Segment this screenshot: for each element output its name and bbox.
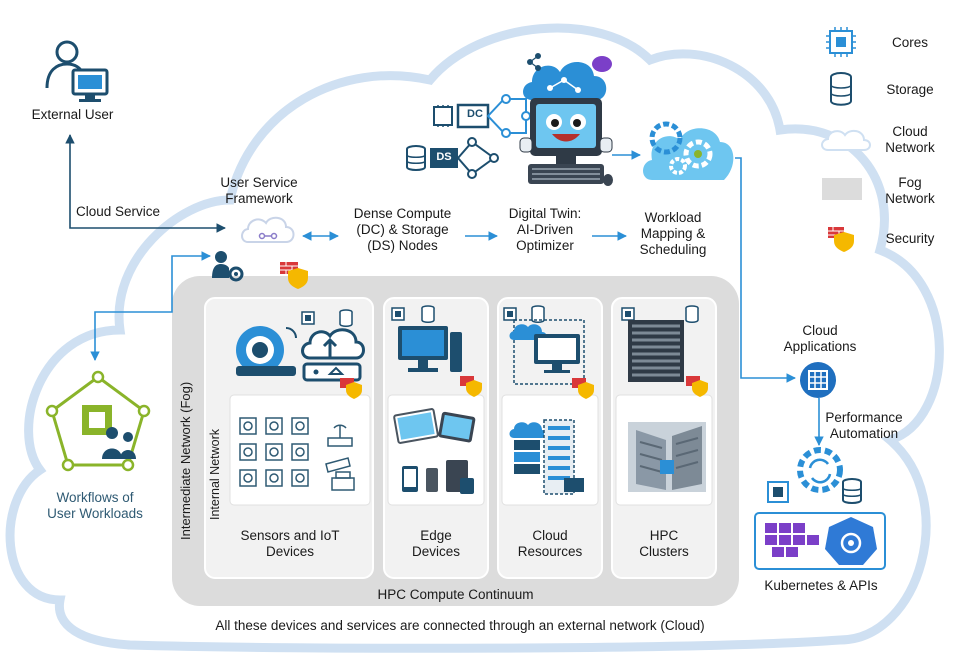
legend-cores-icon — [826, 27, 856, 57]
dc-node-icon — [433, 94, 531, 138]
digital-twin-line1: Digital Twin: — [508, 206, 582, 221]
digital-twin-line3: Optimizer — [516, 238, 574, 254]
column-label-edge: Edge Devices — [384, 528, 488, 560]
footer-caption: All these devices and services are conne… — [215, 618, 705, 633]
iot-sensor-grid — [239, 417, 355, 491]
legend-label-fog-network: Fog Network — [875, 175, 945, 207]
external-user-label: External User — [31, 107, 114, 122]
column-label-sensors: Sensors and IoT Devices — [215, 528, 365, 560]
framework-security-icon — [280, 262, 308, 289]
intermediate-network-label: Intermediate Network (Fog) — [178, 381, 193, 540]
iot-security-icon — [340, 378, 362, 399]
ds-node-icon — [406, 137, 499, 179]
workflows-line2: User Workloads — [47, 506, 143, 522]
cloud-res-security-icon — [572, 378, 594, 399]
column-label-hpc: HPC Clusters — [612, 528, 716, 560]
user-settings-icon — [212, 251, 244, 282]
dc-tag: DC — [467, 108, 483, 120]
legend-label-fog-network-line2: Network — [885, 191, 935, 207]
hpc-storage-icon — [685, 305, 699, 323]
iot-storage-icon — [339, 309, 353, 327]
digital-twin-label: Digital Twin: AI-Driven Optimizer — [498, 206, 592, 255]
legend-label-cloud-network: Cloud Network — [875, 124, 945, 156]
legend-label-security: Security — [885, 231, 935, 246]
dense-compute-line3: (DS) Nodes — [367, 238, 438, 254]
workload-gears-cloud-icon — [643, 121, 734, 180]
digital-twin-robot-icon — [519, 98, 613, 186]
external-user-icon — [45, 40, 109, 102]
cloud-applications-line2: Applications — [783, 339, 857, 355]
dense-compute-line1: Dense Compute — [353, 206, 452, 221]
legend-fog-network-icon — [822, 178, 862, 200]
cloud-applications-line1: Cloud — [802, 323, 838, 338]
legend-label-cloud-network-line1: Cloud — [892, 124, 928, 139]
performance-automation-label: Performance Automation — [818, 410, 910, 442]
cloud-service-label: Cloud Service — [76, 204, 161, 219]
hpc-datacenter-icon — [628, 422, 706, 492]
column-label-cloud: Cloud Resources — [498, 528, 602, 560]
column-label-sensors-line2: Devices — [265, 544, 314, 560]
ds-tag: DS — [436, 151, 452, 163]
legend-label-fog-network-line1: Fog — [898, 175, 922, 190]
workload-mapping-line3: Scheduling — [639, 242, 707, 258]
edge-storage-icon — [421, 305, 435, 323]
cloud-service-arrow — [65, 134, 226, 233]
cloud-res-dashed-box — [513, 319, 585, 385]
hpc-continuum-label: HPC Compute Continuum — [377, 587, 534, 602]
internal-network-label: Internal Network — [208, 428, 222, 520]
cloud-res-storage-icon — [531, 305, 545, 323]
iot-cloud-upload-icon — [301, 328, 365, 382]
workload-mapping-line1: Workload — [644, 210, 702, 225]
legend-cloud-network-icon — [821, 129, 871, 151]
workflows-icon — [45, 370, 151, 472]
column-label-cloud-line1: Cloud — [532, 528, 568, 543]
legend-label-cloud-network-line2: Network — [885, 140, 935, 156]
ai-brain-cloud-icon — [523, 53, 612, 100]
edge-chip-icon — [391, 307, 405, 321]
column-label-edge-line1: Edge — [420, 528, 452, 543]
workflows-user-arrow — [90, 251, 211, 361]
gears-apps-arrow — [735, 157, 796, 383]
mri-scanner-icon — [236, 326, 297, 376]
iot-chip-icon — [301, 311, 315, 325]
legend-security-icon — [828, 227, 854, 252]
cloud-res-servers-icon — [509, 419, 584, 495]
cloud-applications-label: Cloud Applications — [775, 323, 865, 355]
edge-security-icon — [460, 376, 482, 397]
hpc-chip-icon — [621, 307, 635, 321]
kubernetes-apis-label: Kubernetes & APIs — [764, 578, 878, 593]
kubernetes-panel — [754, 512, 886, 570]
column-label-cloud-line2: Resources — [517, 544, 583, 560]
column-label-sensors-line1: Sensors and IoT — [240, 528, 340, 543]
legend-label-cores: Cores — [891, 35, 928, 50]
cloud-res-desktop-icon — [509, 324, 580, 373]
performance-gear-icon — [767, 447, 862, 504]
dense-compute-line2: (DC) & Storage — [356, 222, 449, 238]
column-label-hpc-line1: HPC — [649, 528, 679, 543]
legend-storage-icon — [830, 72, 852, 106]
workload-mapping-line2: Mapping & — [640, 226, 706, 242]
workload-mapping-label: Workload Mapping & Scheduling — [626, 210, 720, 259]
cloud-applications-icon — [800, 362, 836, 398]
hpc-security-icon — [686, 376, 708, 397]
user-service-framework-line2: Framework — [225, 191, 293, 207]
legend-label-storage: Storage — [886, 82, 934, 97]
dense-compute-label: Dense Compute (DC) & Storage (DS) Nodes — [340, 206, 465, 255]
performance-automation-line1: Performance — [825, 410, 903, 425]
column-label-edge-line2: Devices — [411, 544, 460, 560]
column-label-hpc-line2: Clusters — [639, 544, 689, 560]
hpc-rack-icon — [628, 320, 684, 382]
workflows-line1: Workflows of — [56, 490, 134, 505]
edge-devices-group — [393, 408, 476, 494]
framework-cloud-icon — [241, 216, 295, 243]
workflows-label: Workflows of User Workloads — [25, 490, 165, 522]
edge-desktop-icon — [398, 326, 462, 372]
digital-twin-line2: AI-Driven — [516, 222, 574, 238]
user-service-framework-line1: User Service — [220, 175, 298, 190]
performance-automation-line2: Automation — [829, 426, 899, 442]
cloud-res-chip-icon — [503, 307, 517, 321]
user-service-framework-label: User Service Framework — [214, 175, 304, 207]
